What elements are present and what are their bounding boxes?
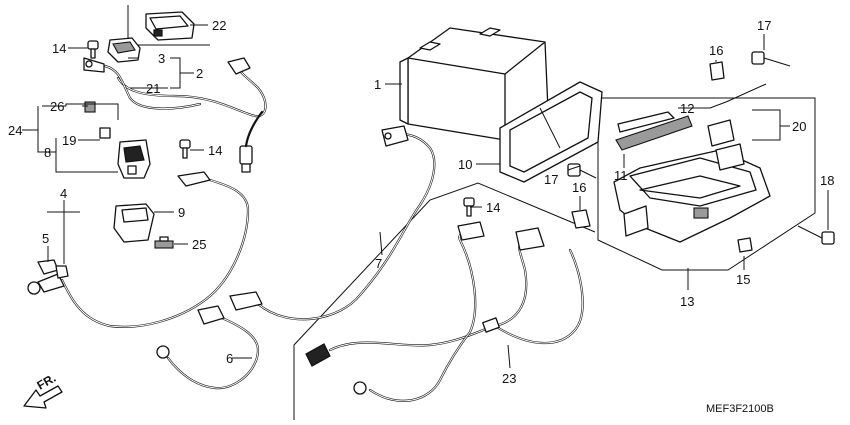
battery-case-part-13: [613, 119, 771, 243]
front-direction-arrow: [23, 385, 63, 409]
callout-18: 18: [820, 173, 834, 188]
callout-16-b: 16: [572, 180, 586, 195]
callout-13: 13: [680, 294, 694, 309]
cable-part-7: [229, 125, 436, 321]
callout-21: 21: [146, 81, 160, 96]
callout-14-b: 14: [208, 143, 222, 158]
clip-part-15: [737, 237, 753, 253]
battery-cable-part-4: [27, 171, 250, 328]
callout-24: 24: [8, 123, 22, 138]
callout-17-b: 17: [544, 172, 558, 187]
callout-15: 15: [736, 272, 750, 287]
bolt-part-14-a: [87, 40, 99, 59]
callout-5: 5: [42, 231, 49, 246]
clip-part-16-b: [571, 209, 591, 229]
plate-part-12: [615, 111, 693, 151]
cable-part-23: [305, 221, 584, 402]
callout-12: 12: [680, 101, 694, 116]
bolt-part-17-a: [751, 51, 791, 67]
relay-cover-part-9: [113, 203, 155, 243]
callout-8: 8: [44, 145, 51, 160]
bolt-part-14-b: [179, 139, 191, 159]
callout-23: 23: [502, 371, 516, 386]
battery-part-1: [399, 27, 549, 141]
callout-19: 19: [62, 133, 76, 148]
callout-2: 2: [196, 66, 203, 81]
bolt-part-14-c: [463, 197, 475, 217]
diagram-code: MEF3F2100B: [706, 403, 774, 415]
callout-11: 11: [614, 168, 628, 183]
terminal-cap-part-5: [37, 259, 69, 279]
callout-14-c: 14: [486, 200, 500, 215]
cable-part-2: [83, 57, 267, 173]
callout-10: 10: [458, 157, 472, 172]
fuse-part-25: [154, 236, 174, 249]
starter-relay-part-8: [117, 139, 151, 179]
bolt-part-18: [797, 225, 835, 245]
callout-9: 9: [178, 205, 185, 220]
group-frame-13: [597, 97, 816, 271]
cable-part-6: [156, 305, 260, 390]
callout-7: 7: [375, 256, 382, 271]
terminal-cover-part-3: [107, 37, 141, 63]
callout-14-a: 14: [52, 41, 66, 56]
clip-part-16-a: [709, 61, 725, 81]
cover-part-22: [145, 11, 195, 41]
callout-22: 22: [212, 18, 226, 33]
callout-25: 25: [192, 237, 206, 252]
callout-1: 1: [374, 77, 381, 92]
callout-6: 6: [226, 351, 233, 366]
callout-26: 26: [50, 99, 64, 114]
leader-lines: [22, 24, 829, 369]
callout-17-a: 17: [757, 18, 771, 33]
callout-4: 4: [60, 186, 67, 201]
battery-pad-part-10: [499, 81, 603, 183]
callout-20: 20: [792, 119, 806, 134]
group-frame-23: [293, 182, 596, 420]
callout-16-a: 16: [709, 43, 723, 58]
bolt-part-17-b: [567, 163, 597, 179]
fuse-part-26: [84, 101, 111, 139]
callout-3: 3: [158, 51, 165, 66]
